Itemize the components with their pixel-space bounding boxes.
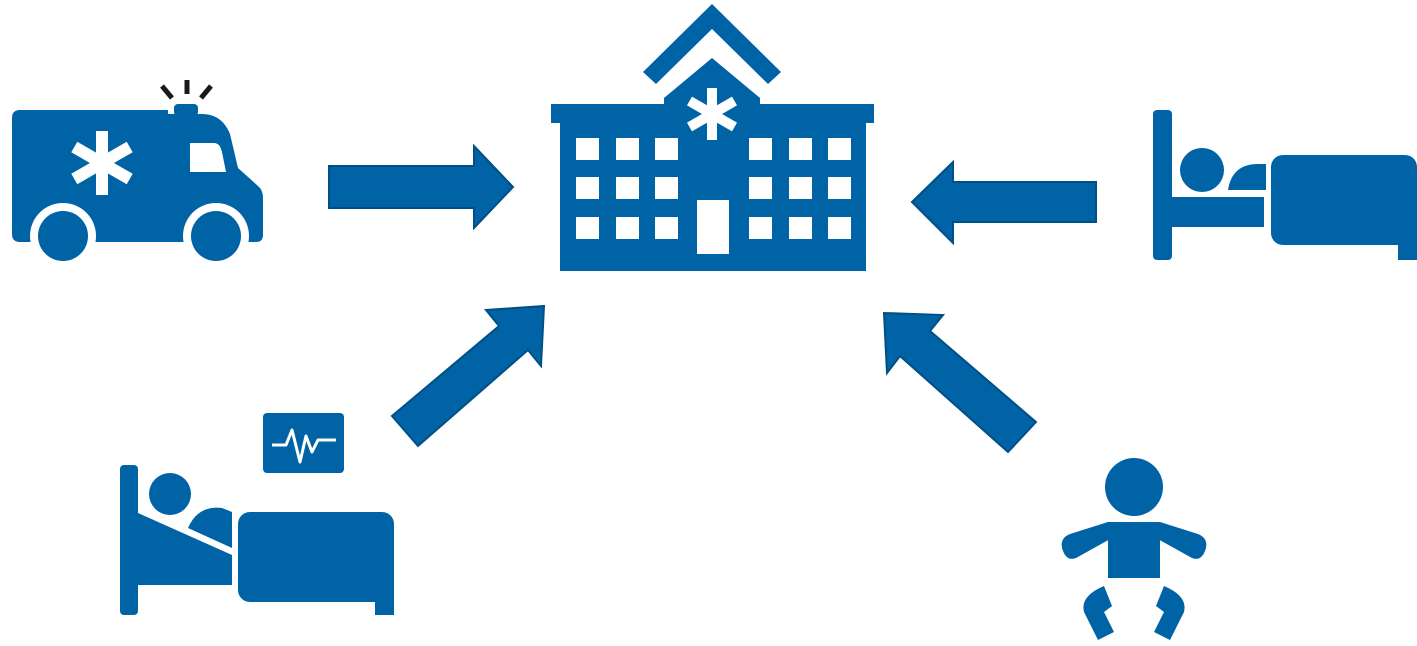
siren-rays xyxy=(160,80,213,100)
patient-torso xyxy=(188,507,232,548)
bed-mattress xyxy=(238,512,394,602)
hospital-door xyxy=(697,200,729,254)
arrow-infant-to-hospital xyxy=(882,311,1038,454)
arrow-bed-patient-to-hospital xyxy=(910,159,1097,246)
arrow-monitored-patient-to-hospital xyxy=(390,304,546,448)
patient-with-heart-monitor-icon xyxy=(120,413,394,615)
bed-backrest xyxy=(138,513,232,585)
bed-foot-leg xyxy=(1398,230,1417,260)
siren-light xyxy=(174,104,198,116)
baby-leg-right xyxy=(1154,586,1185,640)
ambulance-wheel-front-tire xyxy=(191,211,241,261)
baby-leg-left xyxy=(1083,586,1114,640)
hospital-tower xyxy=(664,58,760,104)
bed-headboard xyxy=(120,465,138,615)
ambulance-window xyxy=(190,143,226,172)
arrow-ambulance-to-hospital xyxy=(328,143,515,231)
hospital-building-icon xyxy=(551,4,874,271)
baby-diaper xyxy=(1112,580,1156,606)
ambulance-icon xyxy=(12,80,263,269)
baby-head xyxy=(1105,458,1163,516)
patient-head xyxy=(149,473,191,515)
bed-headboard xyxy=(1153,110,1172,260)
ambulance-star-icon xyxy=(71,131,133,195)
patient-shoulder xyxy=(1228,164,1266,190)
baby-torso xyxy=(1108,522,1160,578)
patient-head xyxy=(1180,148,1224,192)
hospital-windows xyxy=(576,138,851,239)
hospital-star-icon xyxy=(686,88,738,140)
baby-icon xyxy=(1061,458,1207,640)
bed-foot-leg xyxy=(375,590,394,615)
hospital-roof xyxy=(643,4,781,84)
heart-monitor-waveform xyxy=(272,428,336,464)
bed-upper-rail xyxy=(1172,197,1264,227)
flow-arrows xyxy=(328,143,1097,454)
bed-mattress xyxy=(1271,155,1417,245)
baby-arm-left xyxy=(1061,522,1112,559)
patient-in-bed-icon xyxy=(1153,110,1417,260)
baby-arm-right xyxy=(1156,522,1207,559)
ambulance-wheel-rear-tire xyxy=(38,211,88,261)
